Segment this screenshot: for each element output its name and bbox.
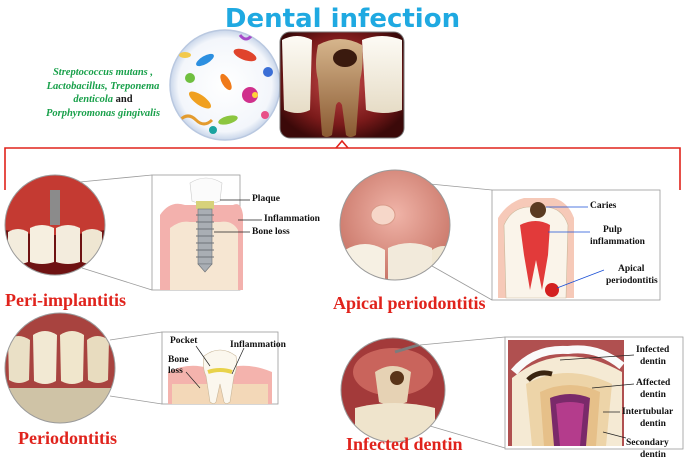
carious-tooth-illustration: [279, 31, 405, 139]
label-infected: Infected: [636, 345, 670, 355]
label-periodontitis-inflammation: Inflammation: [230, 340, 286, 350]
bacteria-line-1: Streptococcus mutans ,: [52, 67, 154, 78]
apical-periodontitis-title: Apical periodontitis: [333, 293, 486, 313]
label-secondary: Secondary: [626, 438, 669, 448]
label-infected-dentin: dentin: [640, 357, 666, 367]
bacteria-illustration: [169, 29, 281, 141]
periodontitis-title: Periodontitis: [18, 428, 117, 448]
bacteria-caption: Streptococcus mutans , Lactobacillus, Tr…: [18, 66, 188, 120]
branch-bracket: [4, 139, 681, 190]
periodontitis-photo: [4, 312, 163, 424]
label-pocket: Pocket: [170, 336, 198, 346]
infected-dentin-diagram: [504, 336, 684, 450]
label-affected-dentin: dentin: [640, 390, 666, 400]
label-caries: Caries: [590, 201, 617, 211]
apical-periodontitis-diagram: [491, 189, 661, 301]
peri-implantitis-diagram: [151, 174, 262, 291]
bacteria-and: and: [115, 94, 133, 105]
label-plaque: Plaque: [252, 194, 280, 204]
label-periodontitis: periodontitis: [606, 276, 658, 286]
page-title: Dental infection: [224, 4, 461, 34]
label-secondary-dentin: dentin: [640, 450, 666, 460]
label-loss: loss: [168, 366, 183, 376]
peri-implantitis-title: Peri-implantitis: [5, 290, 126, 310]
infected-dentin-title: Infected dentin: [346, 434, 463, 454]
label-bone: Bone: [168, 355, 189, 365]
label-intertubular-dentin: dentin: [640, 419, 666, 429]
apical-periodontitis-photo: [339, 169, 493, 301]
infected-dentin-photo: [340, 336, 506, 449]
label-inflammation: Inflammation: [264, 214, 320, 224]
label-pulp: Pulp: [603, 225, 623, 235]
bacteria-line-2: Lactobacillus, Treponema: [46, 80, 160, 92]
label-apical: Apical: [618, 264, 645, 274]
periodontitis-diagram: [161, 331, 279, 405]
label-bone-loss: Bone loss: [252, 227, 290, 237]
label-pulp-inflammation: inflammation: [590, 237, 645, 247]
bacteria-line-4: Porphyromonas gingivalis: [45, 107, 161, 119]
label-affected: Affected: [636, 378, 671, 388]
bacteria-line-3: denticola: [73, 94, 114, 105]
peri-implantitis-photo: [4, 174, 153, 291]
label-intertubular: Intertubular: [622, 407, 674, 417]
